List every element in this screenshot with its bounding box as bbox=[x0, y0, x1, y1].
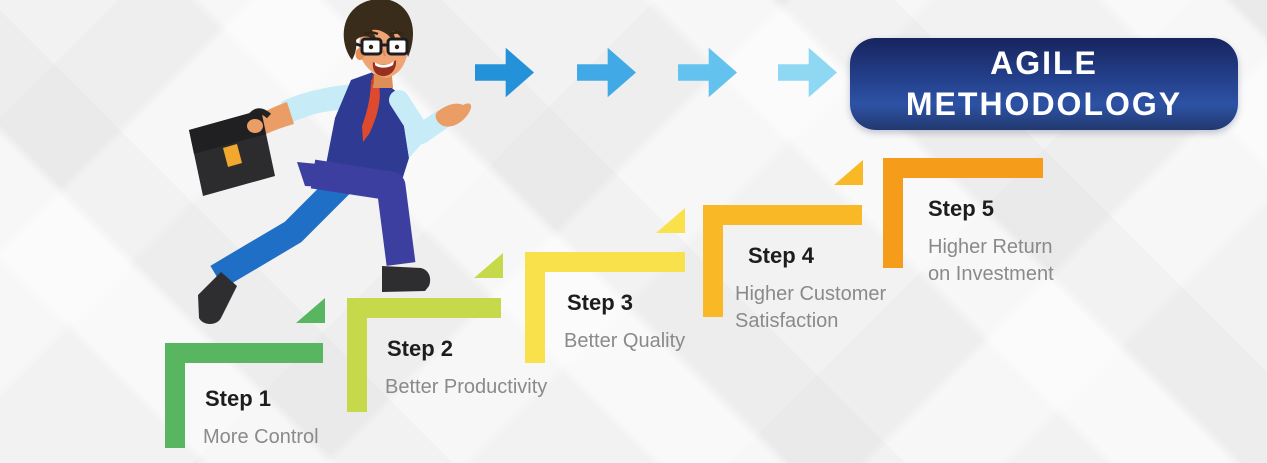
step-2-bar-vertical bbox=[347, 298, 367, 412]
head bbox=[343, 0, 413, 78]
step-5-bar-vertical bbox=[883, 158, 903, 268]
smiling-mouth bbox=[372, 60, 397, 77]
step-4-bar-vertical bbox=[703, 205, 723, 317]
hair bbox=[343, 0, 413, 60]
step-4-triangle-icon bbox=[834, 160, 863, 185]
step-1-bar-horizontal bbox=[165, 343, 323, 363]
arrow-right-icon bbox=[475, 47, 534, 98]
arrow-right-icon bbox=[678, 47, 737, 98]
step-1-description: More Control bbox=[203, 426, 319, 448]
title-box: AGILE METHODOLOGY bbox=[850, 38, 1238, 130]
step-3-bar-horizontal bbox=[525, 252, 685, 272]
step-1-bar-vertical bbox=[165, 343, 185, 448]
step-2-bar-horizontal bbox=[347, 298, 501, 318]
back-hand bbox=[247, 119, 263, 133]
glasses-icon bbox=[355, 37, 409, 56]
forward-arm bbox=[389, 90, 472, 144]
step-5-label: Step 5 bbox=[928, 196, 995, 221]
step-3-bar-vertical bbox=[525, 252, 545, 363]
step-3-triangle-icon bbox=[656, 208, 685, 233]
eye-left bbox=[368, 44, 374, 50]
back-shoe bbox=[198, 272, 237, 324]
step-3-label: Step 3 bbox=[567, 290, 634, 315]
step-5-bar-horizontal bbox=[883, 158, 1043, 178]
nose bbox=[382, 49, 386, 57]
step-2-label: Step 2 bbox=[387, 336, 454, 361]
step-4-label: Step 4 bbox=[748, 243, 815, 268]
step-4-bar-horizontal bbox=[703, 205, 862, 225]
forward-hand bbox=[435, 103, 472, 127]
arrow-right-icon bbox=[778, 47, 837, 98]
step-5-description: Higher Return on Investment bbox=[928, 236, 1054, 285]
eyebrow-left bbox=[363, 31, 379, 36]
step-1-label: Step 1 bbox=[205, 386, 272, 411]
step-3-description: Better Quality bbox=[564, 330, 686, 352]
eyebrow-right bbox=[389, 31, 405, 36]
arrow-right-icon bbox=[577, 47, 636, 98]
title-line-2: METHODOLOGY bbox=[905, 86, 1183, 122]
step-2-description: Better Productivity bbox=[385, 376, 548, 398]
step-2-triangle-icon bbox=[474, 253, 503, 278]
eye-right bbox=[394, 44, 400, 50]
running-businessman-illustration bbox=[189, 0, 472, 324]
back-leg bbox=[198, 172, 353, 324]
step-4-description: Higher Customer Satisfaction bbox=[735, 283, 887, 332]
front-leg bbox=[310, 159, 431, 292]
front-shoe bbox=[382, 266, 431, 292]
title-line-1: AGILE bbox=[990, 45, 1098, 81]
